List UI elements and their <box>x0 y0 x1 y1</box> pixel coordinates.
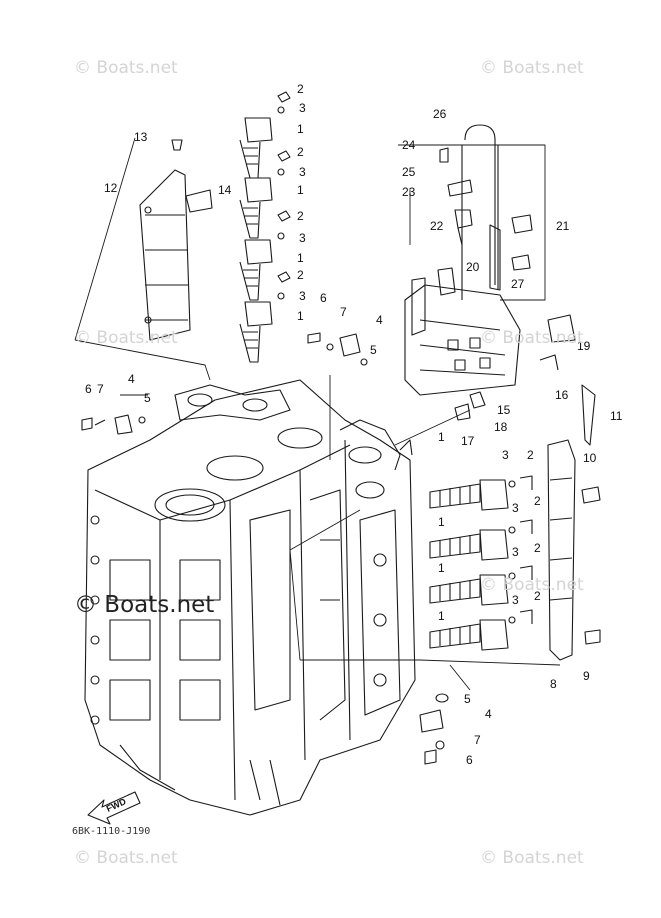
callout-1: 1 <box>438 515 445 529</box>
callout-25: 25 <box>402 165 416 179</box>
watermark: © Boats.net <box>74 328 178 348</box>
callout-13: 13 <box>134 130 148 144</box>
watermark: © Boats.net <box>74 848 178 868</box>
callout-1: 1 <box>297 122 304 136</box>
diagram-code: 6BK-1110-J190 <box>72 826 151 837</box>
callout-22: 22 <box>430 219 444 233</box>
callout-11: 11 <box>610 409 623 423</box>
upper-ignition-coils <box>239 91 291 363</box>
callout-1: 1 <box>297 309 304 323</box>
leader-lines <box>74 137 561 691</box>
callout-1: 1 <box>297 251 304 265</box>
callout-27: 27 <box>511 277 525 291</box>
lower-ignition-coils <box>429 475 533 651</box>
callout-2: 2 <box>297 82 304 96</box>
callout-2: 2 <box>534 541 541 555</box>
callout-15: 15 <box>497 403 511 417</box>
callout-3: 3 <box>512 593 519 607</box>
callout-7: 7 <box>97 382 104 396</box>
callout-5: 5 <box>370 343 377 357</box>
watermark: © Boats.net <box>480 58 584 78</box>
callout-2: 2 <box>297 145 304 159</box>
callout-23: 23 <box>402 185 416 199</box>
bracket-8 <box>547 384 601 661</box>
sensors <box>81 332 449 765</box>
callout-9: 9 <box>583 669 590 683</box>
callout-2: 2 <box>534 589 541 603</box>
callout-3: 3 <box>512 501 519 515</box>
watermark: © Boats.net <box>480 848 584 868</box>
callout-4: 4 <box>128 372 135 386</box>
callout-3: 3 <box>502 448 509 462</box>
callout-3: 3 <box>299 231 306 245</box>
callout-6: 6 <box>466 753 473 767</box>
callout-16: 16 <box>555 388 569 402</box>
callout-7: 7 <box>474 733 481 747</box>
callout-3: 3 <box>299 165 306 179</box>
callout-21: 21 <box>556 219 570 233</box>
callout-2: 2 <box>297 268 304 282</box>
callout-18: 18 <box>494 420 508 434</box>
callout-5: 5 <box>144 391 151 405</box>
callout-5: 5 <box>464 692 471 706</box>
callout-8: 8 <box>550 677 557 691</box>
callout-10: 10 <box>583 451 597 465</box>
bracket-12 <box>139 139 213 341</box>
callout-24: 24 <box>402 138 416 152</box>
callout-20: 20 <box>466 260 480 274</box>
watermark-center: © Boats.net <box>74 592 215 618</box>
fwd-arrow-icon <box>87 791 141 825</box>
watermark: © Boats.net <box>480 328 584 348</box>
callout-3: 3 <box>299 289 306 303</box>
watermark: © Boats.net <box>74 58 178 78</box>
callout-12: 12 <box>104 181 118 195</box>
callout-1: 1 <box>438 430 445 444</box>
callout-1: 1 <box>438 609 445 623</box>
callout-4: 4 <box>376 313 383 327</box>
callout-1: 1 <box>297 183 304 197</box>
callout-6: 6 <box>320 291 327 305</box>
cylinder-block <box>84 379 416 816</box>
callout-3: 3 <box>299 101 306 115</box>
callout-2: 2 <box>527 448 534 462</box>
callout-6: 6 <box>85 382 92 396</box>
callout-17: 17 <box>461 434 475 448</box>
fwd-label: FWD <box>105 796 128 814</box>
callout-2: 2 <box>534 494 541 508</box>
callout-19: 19 <box>577 339 591 353</box>
callout-1: 1 <box>438 561 445 575</box>
callout-4: 4 <box>485 707 492 721</box>
callout-7: 7 <box>340 305 347 319</box>
callout-14: 14 <box>218 183 232 197</box>
watermark: © Boats.net <box>480 575 584 595</box>
callout-2: 2 <box>297 209 304 223</box>
callout-26: 26 <box>433 107 447 121</box>
right-top-assembly <box>404 124 576 421</box>
callout-3: 3 <box>512 545 519 559</box>
